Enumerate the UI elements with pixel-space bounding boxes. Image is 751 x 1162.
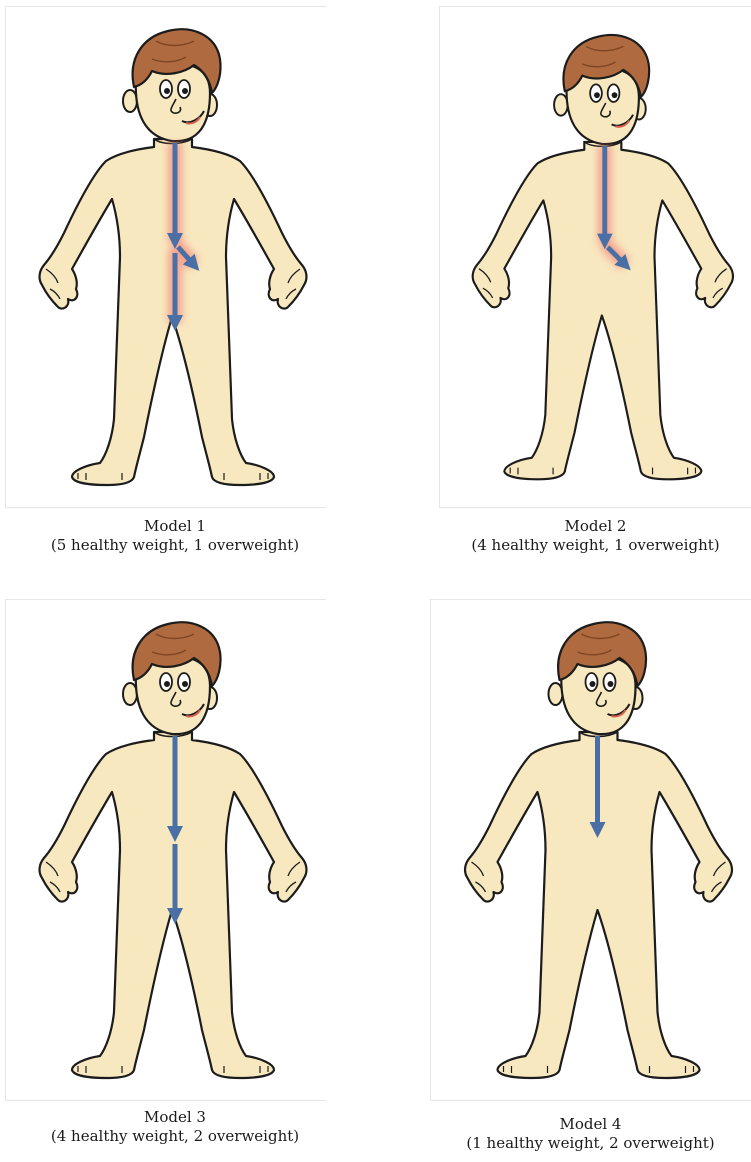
human-body-figure-icon: [6, 7, 326, 507]
model-panel-3: Model 3 (4 healthy weight, 2 overweight): [0, 595, 330, 1162]
model-caption: Model 4 (1 healthy weight, 2 overweight): [430, 1115, 751, 1153]
model-subtitle: (4 healthy weight, 2 overweight): [0, 1127, 350, 1146]
model-subtitle: (5 healthy weight, 1 overweight): [0, 536, 350, 555]
model-title: Model 2: [440, 517, 751, 536]
model-subtitle: (4 healthy weight, 1 overweight): [440, 536, 751, 555]
model-panel-1: Model 1 (5 healthy weight, 1 overweight): [0, 0, 330, 580]
model-caption: Model 1 (5 healthy weight, 1 overweight): [0, 517, 350, 555]
model-subtitle: (1 healthy weight, 2 overweight): [430, 1134, 751, 1153]
model-caption: Model 3 (4 healthy weight, 2 overweight): [0, 1108, 350, 1146]
model-title: Model 1: [0, 517, 350, 536]
figure-frame: [439, 6, 751, 508]
model-panel-4: Model 4 (1 healthy weight, 2 overweight): [430, 595, 751, 1162]
human-body-figure-icon: [440, 7, 751, 507]
human-body-figure-icon: [431, 600, 751, 1100]
model-caption: Model 2 (4 healthy weight, 1 overweight): [440, 517, 751, 555]
model-title: Model 4: [430, 1115, 751, 1134]
model-title: Model 3: [0, 1108, 350, 1127]
model-panel-2: Model 2 (4 healthy weight, 1 overweight): [430, 0, 751, 580]
figure-frame: [430, 599, 751, 1101]
figure-frame: [5, 6, 326, 508]
figure-frame: [5, 599, 326, 1101]
human-body-figure-icon: [6, 600, 326, 1100]
